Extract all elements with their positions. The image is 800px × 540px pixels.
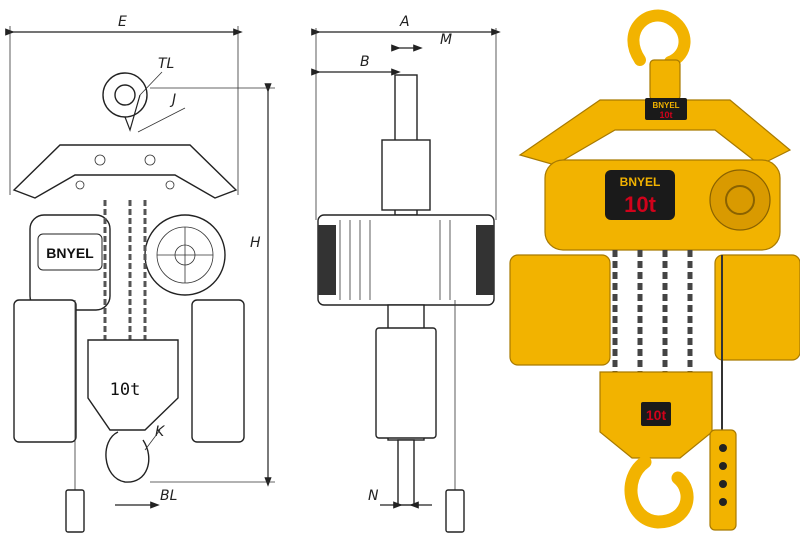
photo-gear-cover	[709, 169, 771, 231]
front-capacity-label: 10t	[110, 380, 141, 400]
photo-load-chains	[612, 250, 693, 375]
right-chain-bag	[191, 299, 245, 443]
dim-b-label: B	[360, 54, 370, 70]
upper-frame	[12, 144, 238, 199]
lower-block	[87, 339, 179, 431]
dim-h-label: H	[250, 235, 261, 251]
dim-n-label: N	[368, 488, 379, 504]
product-illustration: BNYEL 10t BNYEL 10t 10t	[509, 9, 800, 531]
front-view-drawing: E TL J BNYEL 10t K	[5, 14, 275, 533]
dim-m-label: M	[440, 32, 452, 48]
photo-bottom-hook	[624, 455, 694, 529]
front-pendant	[65, 489, 85, 533]
photo-main-capacity: 10t	[624, 192, 656, 217]
photo-top-hook	[627, 9, 691, 68]
photo-yoke-brand: BNYEL	[652, 101, 679, 110]
photo-block-tag	[641, 402, 671, 426]
photo-left-chain-bag	[509, 254, 611, 366]
photo-block-capacity: 10t	[646, 407, 667, 423]
dim-tl-label: TL	[158, 56, 174, 72]
dim-a-label: A	[399, 14, 410, 30]
photo-main-brand: BNYEL	[620, 175, 661, 189]
photo-main-label	[605, 170, 675, 220]
dim-j-label: J	[169, 92, 176, 108]
side-motor	[317, 214, 495, 306]
photo-right-chain-bag	[714, 254, 800, 361]
dim-e-label: E	[118, 14, 127, 30]
dim-bl-label: BL	[160, 488, 177, 504]
front-brand-label: BNYEL	[46, 245, 94, 261]
photo-yoke-capacity: 10t	[659, 110, 672, 120]
side-pendant	[445, 489, 465, 533]
photo-yoke-plate	[645, 98, 687, 120]
dim-k-label: K	[155, 424, 166, 440]
left-chain-bag	[13, 299, 77, 443]
side-view-drawing: A B M N	[311, 14, 501, 533]
bottom-hook	[105, 431, 150, 483]
